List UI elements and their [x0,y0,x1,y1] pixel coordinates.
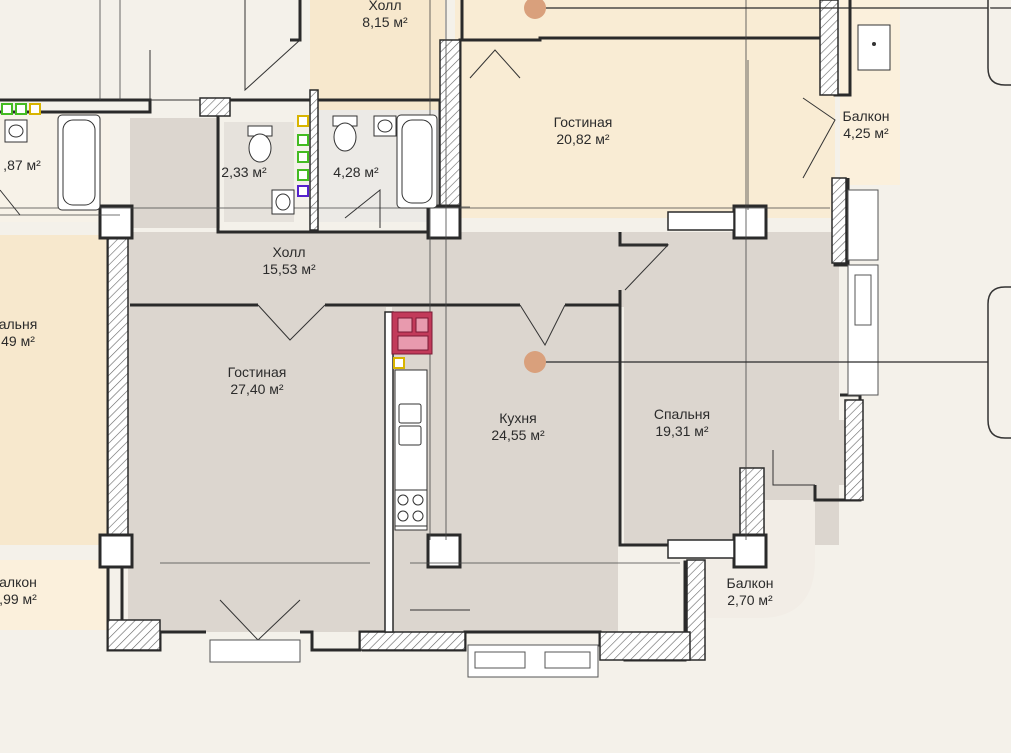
boiler-icon [391,311,433,355]
upper-hall-area [310,0,445,115]
columns [98,204,768,569]
bedroom-area [624,240,839,545]
bathtub-left [57,114,101,211]
room-markers [524,0,1011,373]
door-swings [0,0,836,641]
upper-living-room-area [455,0,835,218]
bath-corridor-area [130,118,220,228]
partitions [384,211,735,633]
room-label-left-bathroom: ,87 м² [3,157,41,173]
left-balcony-area [0,560,108,630]
bathtub-right [396,114,438,209]
room-label-left-balcony: алкон,99 м² [0,574,37,607]
windows [209,189,879,678]
room-label-toilet: 2,33 м² [221,164,267,180]
electrical-panel-icon [857,24,891,71]
bedroom-bay-area [760,420,845,485]
stove-icon [394,489,428,527]
toilet-right [332,115,358,152]
toilet-left [247,125,273,163]
riser-icons [1,103,405,369]
living-room-area [128,307,386,632]
sink-fixtures [4,115,397,215]
room-label-bathroom: 4,28 м² [333,164,379,180]
hatched-walls [107,0,864,661]
left-bedroom-area [0,235,108,545]
callout-brackets [987,0,1011,439]
axis-lines [0,0,830,564]
